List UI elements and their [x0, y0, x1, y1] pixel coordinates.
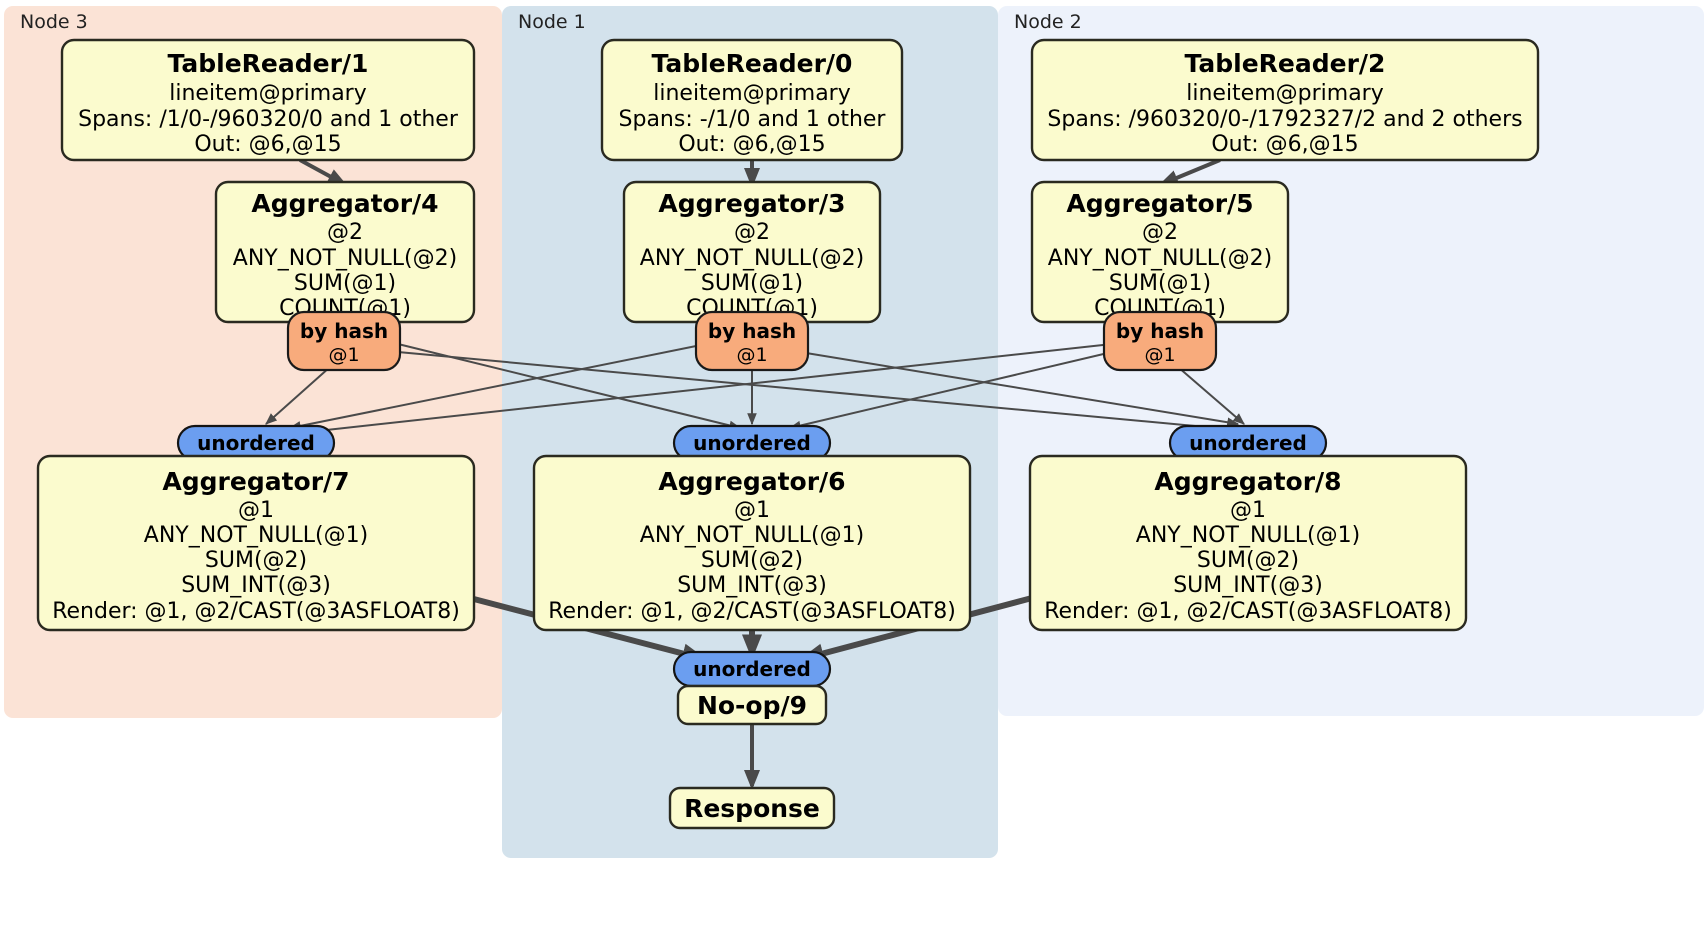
edge-hashright-to-unorderedleft	[288, 343, 1113, 438]
panel-node1-label: Node 1	[518, 11, 586, 33]
aggregator-8-title: Aggregator/8	[1154, 467, 1341, 496]
processor-response[interactable]: Response	[668, 786, 836, 830]
tablereader-2-line-0: lineitem@primary	[1186, 81, 1384, 106]
aggregator-4-line-0: @2	[327, 220, 363, 245]
sync-unordered-final[interactable]: unordered	[672, 650, 832, 688]
tablereader-1-line-1: Spans: /1/0-/960320/0 and 1 other	[78, 107, 459, 132]
aggregator-7-title: Aggregator/7	[162, 467, 349, 496]
aggregator-8-line-0: @1	[1230, 498, 1266, 523]
edge-tablereader2-to-aggregator5	[1158, 158, 1221, 186]
aggregator-5-line-2: SUM(@1)	[1109, 271, 1211, 296]
aggregator-6-title: Aggregator/6	[658, 467, 845, 496]
edge-hashcenter-to-unorderedright	[799, 351, 1240, 427]
unordered-center-label: unordered	[693, 431, 811, 455]
aggregator-8-line-2: SUM(@2)	[1197, 548, 1299, 573]
edge-tablereader1-to-aggregator4	[299, 158, 348, 186]
processor-tablereader-1[interactable]: TableReader/1 lineitem@primary Spans: /1…	[60, 38, 476, 162]
tablereader-2-title: TableReader/2	[1185, 49, 1386, 78]
by-hash-right-title: by hash	[1116, 319, 1204, 343]
aggregator-7-line-4: Render: @1, @2/CAST(@3ASFLOAT8)	[52, 599, 460, 624]
edge-hashcenter-to-unorderedleft	[288, 343, 707, 431]
by-hash-left-title: by hash	[300, 319, 388, 343]
aggregator-4-line-2: SUM(@1)	[294, 271, 396, 296]
edge-hashright-to-unorderedcenter	[788, 351, 1113, 431]
router-by-hash-right[interactable]: by hash @1	[1102, 310, 1218, 372]
tablereader-2-line-2: Out: @6,@15	[1211, 132, 1358, 157]
unordered-final-label: unordered	[693, 657, 811, 681]
aggregator-7-line-1: ANY_NOT_NULL(@1)	[144, 523, 368, 548]
aggregator-8-line-3: SUM_INT(@3)	[1173, 573, 1323, 598]
unordered-left-label: unordered	[197, 431, 315, 455]
aggregator-7-line-3: SUM_INT(@3)	[181, 573, 331, 598]
tablereader-0-title: TableReader/0	[652, 49, 853, 78]
processor-aggregator-4[interactable]: Aggregator/4 @2 ANY_NOT_NULL(@2) SUM(@1)…	[214, 180, 476, 324]
processor-noop-9[interactable]: No-op/9	[676, 684, 828, 726]
aggregator-3-line-2: SUM(@1)	[701, 271, 803, 296]
aggregator-6-line-4: Render: @1, @2/CAST(@3ASFLOAT8)	[548, 599, 956, 624]
response-title: Response	[684, 794, 820, 823]
tablereader-1-title: TableReader/1	[168, 49, 369, 78]
by-hash-right-sub: @1	[1144, 344, 1175, 366]
edge-hashleft-to-unorderedleft	[265, 366, 331, 425]
aggregator-3-line-1: ANY_NOT_NULL(@2)	[640, 246, 864, 271]
tablereader-1-line-2: Out: @6,@15	[194, 132, 341, 157]
by-hash-center-sub: @1	[736, 344, 767, 366]
aggregator-6-line-1: ANY_NOT_NULL(@1)	[640, 523, 864, 548]
aggregator-3-line-0: @2	[734, 220, 770, 245]
tablereader-1-line-0: lineitem@primary	[169, 81, 367, 106]
aggregator-7-line-2: SUM(@2)	[205, 548, 307, 573]
processor-aggregator-3[interactable]: Aggregator/3 @2 ANY_NOT_NULL(@2) SUM(@1)…	[622, 180, 882, 324]
processor-tablereader-0[interactable]: TableReader/0 lineitem@primary Spans: -/…	[600, 38, 904, 162]
edge-hashright-to-unorderedright	[1177, 366, 1245, 425]
edge-hashleft-to-unorderedright	[397, 351, 1240, 434]
aggregator-4-title: Aggregator/4	[251, 189, 438, 218]
aggregator-6-line-2: SUM(@2)	[701, 548, 803, 573]
tablereader-0-line-1: Spans: -/1/0 and 1 other	[619, 107, 887, 132]
aggregator-7-line-0: @1	[238, 498, 274, 523]
aggregator-8-line-4: Render: @1, @2/CAST(@3ASFLOAT8)	[1044, 599, 1452, 624]
by-hash-center-title: by hash	[708, 319, 796, 343]
aggregator-6-line-3: SUM_INT(@3)	[677, 573, 827, 598]
by-hash-left-sub: @1	[328, 344, 359, 366]
tablereader-0-line-2: Out: @6,@15	[678, 132, 825, 157]
router-by-hash-left[interactable]: by hash @1	[286, 310, 402, 372]
aggregator-8-line-1: ANY_NOT_NULL(@1)	[1136, 523, 1360, 548]
tablereader-2-line-1: Spans: /960320/0-/1792327/2 and 2 others	[1047, 107, 1522, 132]
aggregator-6-line-0: @1	[734, 498, 770, 523]
unordered-right-label: unordered	[1189, 431, 1307, 455]
aggregator-5-line-0: @2	[1142, 220, 1178, 245]
router-by-hash-center[interactable]: by hash @1	[694, 310, 810, 372]
tablereader-0-line-0: lineitem@primary	[653, 81, 851, 106]
processor-aggregator-8[interactable]: Aggregator/8 @1 ANY_NOT_NULL(@1) SUM(@2)…	[1028, 454, 1468, 632]
processor-aggregator-7[interactable]: Aggregator/7 @1 ANY_NOT_NULL(@1) SUM(@2)…	[36, 454, 476, 632]
sync-unordered-center[interactable]: unordered	[672, 424, 832, 462]
panel-node2-label: Node 2	[1014, 11, 1082, 33]
aggregator-5-line-1: ANY_NOT_NULL(@2)	[1048, 246, 1272, 271]
processor-tablereader-2[interactable]: TableReader/2 lineitem@primary Spans: /9…	[1030, 38, 1540, 162]
noop-9-title: No-op/9	[697, 691, 807, 720]
aggregator-4-line-1: ANY_NOT_NULL(@2)	[233, 246, 457, 271]
processor-aggregator-6[interactable]: Aggregator/6 @1 ANY_NOT_NULL(@1) SUM(@2)…	[532, 454, 972, 632]
aggregator-5-title: Aggregator/5	[1066, 189, 1253, 218]
aggregator-3-title: Aggregator/3	[658, 189, 845, 218]
processor-aggregator-5[interactable]: Aggregator/5 @2 ANY_NOT_NULL(@2) SUM(@1)…	[1030, 180, 1290, 324]
panel-node3-label: Node 3	[20, 11, 88, 33]
